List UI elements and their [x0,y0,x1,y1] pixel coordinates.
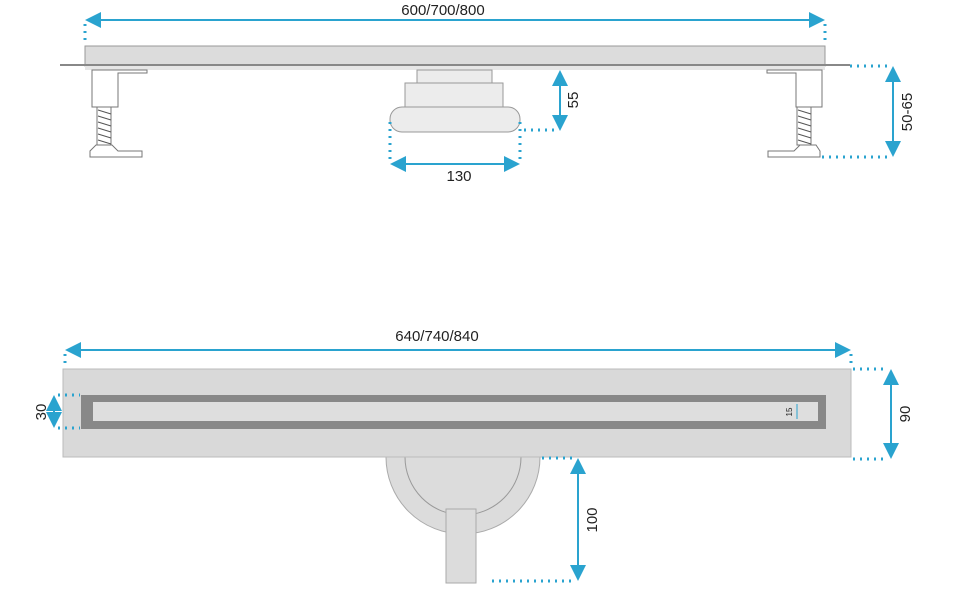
outlet-depth-dimension: 100 [492,456,601,583]
drain-outlet [385,456,541,584]
plate-width-dimension: 90 [853,367,914,461]
adjust-height-dimension: 50-65 [822,64,916,159]
grate-slot [93,402,818,421]
slot-label: 15 [785,407,794,416]
channel-body [60,45,850,70]
left-leveling-foot [89,69,148,158]
slot-dimension: 15 [785,404,798,419]
overall-length-label: 640/740/840 [395,328,478,345]
overall-length-dimension: 640/740/840 [63,328,853,367]
length-label: 600/700/800 [401,2,484,19]
outlet-width-dimension: 130 [388,122,522,185]
outlet-width-label: 130 [446,168,471,185]
adjust-height-label: 50-65 [899,93,916,131]
outlet-height-label: 55 [565,92,582,109]
top-view: 640/740/840 30 15 90 100 [33,328,914,584]
grate-width-dimension: 30 [33,393,80,430]
plate-width-label: 90 [897,406,914,423]
side-view: 600/700/800 130 55 50-65 [60,2,916,185]
length-dimension: 600/700/800 [83,2,827,45]
outlet-siphon [389,69,521,133]
outlet-height-dimension: 55 [524,70,582,132]
grate-width-label: 30 [33,404,50,421]
right-leveling-foot [766,69,823,158]
outlet-depth-label: 100 [584,507,601,532]
